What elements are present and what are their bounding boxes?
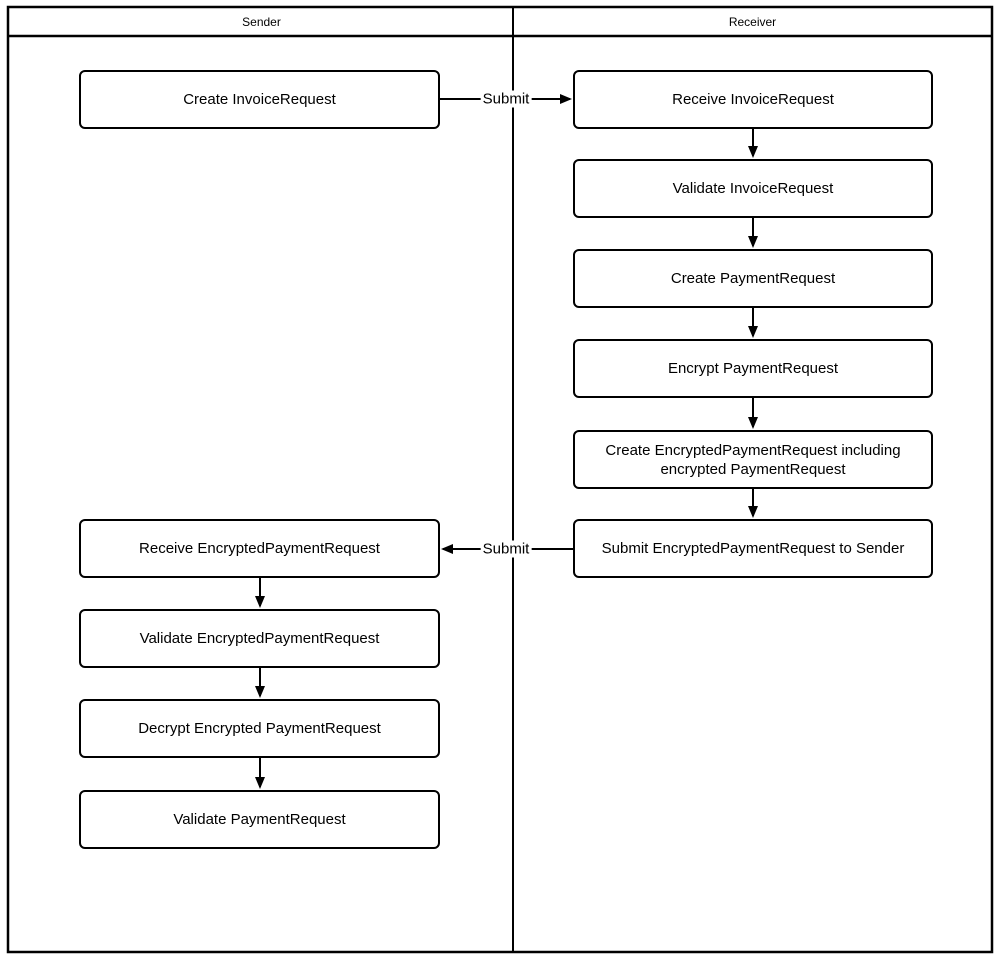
edge-label-submit-bottom: Submit (480, 540, 532, 558)
lane-header-sender: Sender (242, 14, 281, 29)
swimlane-frame (6, 5, 994, 954)
submit-arrows (440, 94, 573, 554)
node-validate-paymentrequest: Validate PaymentRequest (79, 790, 440, 849)
node-receive-invoicerequest: Receive InvoiceRequest (573, 70, 933, 129)
node-receive-encryptedpaymentrequest: Receive EncryptedPaymentRequest (79, 519, 440, 578)
node-create-paymentrequest: Create PaymentRequest (573, 249, 933, 308)
lane-header-receiver: Receiver (728, 14, 777, 29)
node-validate-encryptedpaymentrequest: Validate EncryptedPaymentRequest (79, 609, 440, 668)
node-decrypt-encrypted-paymentrequest: Decrypt Encrypted PaymentRequest (79, 699, 440, 758)
node-validate-invoicerequest: Validate InvoiceRequest (573, 159, 933, 218)
edge-label-submit-top: Submit (480, 90, 532, 108)
node-create-encryptedpaymentrequest-including: Create EncryptedPaymentRequest including… (573, 430, 933, 489)
node-submit-encryptedpaymentrequest-to-sender: Submit EncryptedPaymentRequest to Sender (573, 519, 933, 578)
node-create-invoicerequest: Create InvoiceRequest (79, 70, 440, 129)
node-encrypt-paymentrequest: Encrypt PaymentRequest (573, 339, 933, 398)
